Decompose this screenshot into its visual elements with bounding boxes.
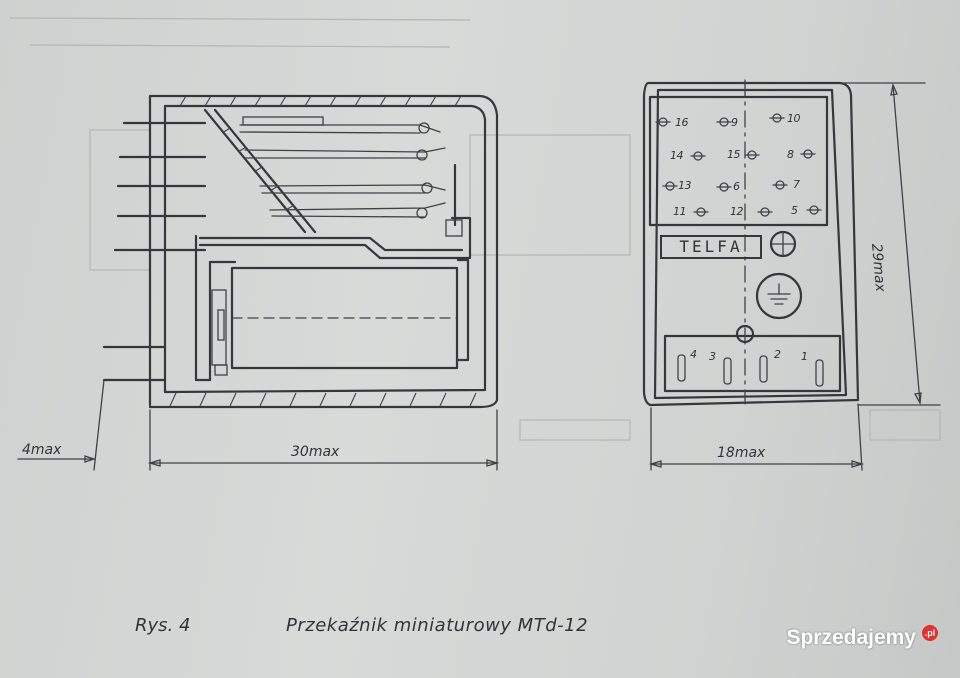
side-housing-outer xyxy=(148,94,499,409)
watermark-badge: .pl xyxy=(922,625,938,641)
dimension-width: 18max xyxy=(717,445,766,461)
pin-label-10: 10 xyxy=(787,112,801,125)
brand-label: TELFA xyxy=(660,235,762,259)
side-dimensions xyxy=(17,379,500,471)
contact-pin-symbol xyxy=(757,207,773,217)
bottom-wall-hatch xyxy=(169,392,477,407)
contact-pin-symbol xyxy=(772,180,788,190)
pin-label-8: 8 xyxy=(787,148,794,161)
contact-springs xyxy=(239,116,457,227)
contact-pin-symbol xyxy=(806,205,822,215)
pin-label-5: 5 xyxy=(791,204,798,217)
pin-label-16: 16 xyxy=(675,116,689,129)
pin-label-9: 9 xyxy=(731,116,738,129)
watermark-logo: Sprzedajemy xyxy=(786,626,916,649)
front-view xyxy=(642,79,860,407)
show-through-lines xyxy=(9,17,941,441)
contact-pin-symbol xyxy=(769,113,785,123)
dimension-pin-length: 4max xyxy=(22,442,62,458)
front-housing-outer xyxy=(642,81,860,407)
base-wall-hatch xyxy=(221,127,295,211)
contact-base-diagonal xyxy=(203,108,317,234)
dimension-depth: 30max xyxy=(291,444,340,460)
contact-pin-symbol xyxy=(662,181,678,191)
contact-pin-symbol xyxy=(716,182,732,192)
coil-core xyxy=(456,258,470,362)
contact-pin-symbol xyxy=(655,117,671,127)
pin-label-7: 7 xyxy=(793,178,800,191)
contact-pin-symbol xyxy=(800,149,816,159)
pin-label-15: 15 xyxy=(727,148,741,161)
coil-terminal-label-4: 4 xyxy=(690,348,697,361)
front-housing-inner xyxy=(653,88,848,400)
pin-label-12: 12 xyxy=(730,205,744,218)
front-dimensions xyxy=(648,82,941,471)
pin-label-13: 13 xyxy=(678,179,692,192)
coil-terminal-label-2: 2 xyxy=(774,348,781,361)
coil-terminal-label-3: 3 xyxy=(709,350,716,363)
coil-terminal-label-1: 1 xyxy=(801,350,808,363)
pin-label-6: 6 xyxy=(733,180,740,193)
contact-pin-symbol xyxy=(693,207,709,217)
contact-pin-symbol xyxy=(744,150,760,160)
pin-label-11: 11 xyxy=(673,205,687,218)
armature xyxy=(198,216,472,260)
earth-circle xyxy=(755,272,803,320)
contact-panel xyxy=(648,95,829,227)
yoke xyxy=(194,234,237,382)
figure-number: Rys. 4 xyxy=(135,615,191,636)
contact-pin-symbol xyxy=(716,117,732,127)
top-wall-hatch xyxy=(179,95,462,107)
coil-terminals-shapes xyxy=(677,354,824,387)
contact-pin-symbol xyxy=(690,151,706,161)
side-housing-inner xyxy=(163,104,487,394)
mounting-hole xyxy=(735,324,755,344)
side-view xyxy=(102,94,499,409)
pin-label-14: 14 xyxy=(670,149,684,162)
terminal-pins xyxy=(102,121,207,382)
figure-title: Przekaźnik miniaturowy MTd-12 xyxy=(286,615,589,636)
contact-pin-symbols xyxy=(655,113,822,217)
coil-terminal-panel xyxy=(663,334,842,393)
